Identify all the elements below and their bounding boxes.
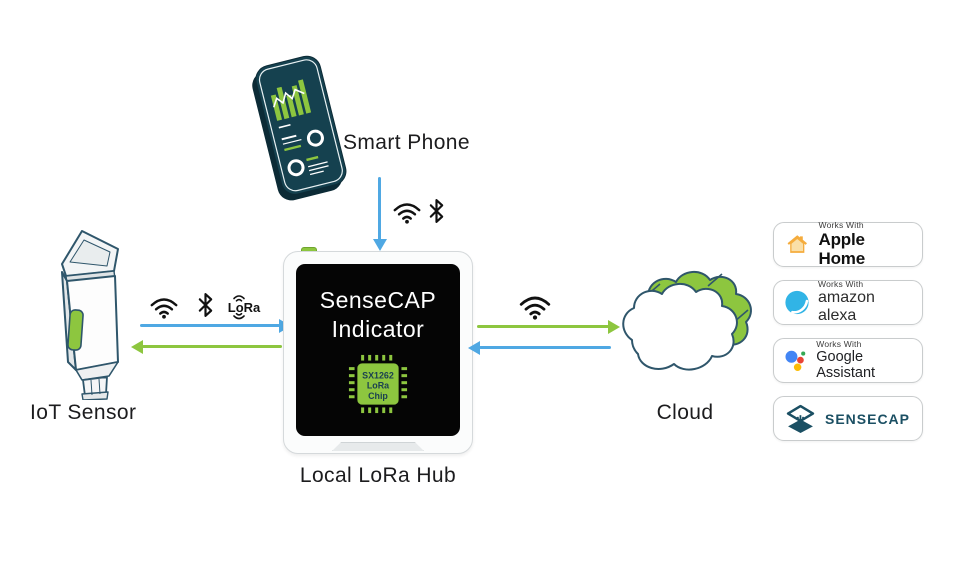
arrow-phone-to-hub bbox=[378, 177, 381, 241]
hub-label: Local LoRa Hub bbox=[299, 464, 457, 487]
badge-google-assistant: Works With Google Assistant bbox=[773, 338, 923, 383]
wifi-icon bbox=[393, 203, 421, 224]
works-with-text: Works With bbox=[818, 219, 864, 230]
badge-product-name: Google Assistant bbox=[816, 349, 876, 382]
smart-phone-illustration bbox=[252, 55, 347, 201]
badge-sensecap: SENSECAP bbox=[773, 396, 923, 441]
badge-product-name: Apple Home bbox=[818, 230, 866, 269]
apple-home-icon bbox=[787, 235, 807, 253]
arrow-sensor-to-hub bbox=[140, 324, 280, 327]
hub-screen: SenseCAP Indicator bbox=[296, 264, 460, 436]
hub-title: SenseCAP Indicator bbox=[320, 286, 437, 343]
sensecap-icon bbox=[786, 404, 815, 433]
works-with-text: Works With bbox=[816, 338, 862, 349]
arrow-hub-to-cloud bbox=[477, 325, 609, 328]
hub-stand-tab bbox=[332, 442, 424, 451]
lora-icon: LoRa bbox=[228, 295, 261, 320]
chip-label-line1: SX1262 bbox=[362, 370, 394, 380]
smart-phone-label: Smart Phone bbox=[343, 131, 470, 154]
amazon-alexa-icon bbox=[785, 290, 809, 315]
hub-title-line2: Indicator bbox=[331, 316, 425, 342]
badge-product-name: SENSECAP bbox=[824, 410, 911, 427]
wifi-icon bbox=[150, 298, 178, 319]
wifi-icon bbox=[519, 296, 551, 320]
badge-apple-home: Works With Apple Home bbox=[773, 219, 923, 269]
lora-chip-icon: SX1262 LoRa Chip bbox=[348, 354, 408, 413]
arrow-cloud-to-hub bbox=[479, 346, 611, 349]
bluetooth-icon bbox=[198, 293, 213, 317]
cloud-illustration bbox=[622, 271, 752, 371]
hub-title-line1: SenseCAP bbox=[319, 287, 437, 314]
chip-label-line3: Chip bbox=[368, 391, 388, 401]
google-assistant-icon bbox=[785, 350, 806, 371]
badge-amazon-alexa: Works With amazon alexa bbox=[773, 278, 923, 325]
bluetooth-icon bbox=[429, 199, 444, 223]
cloud-label: Cloud bbox=[656, 401, 714, 424]
chip-label-line2: LoRa bbox=[367, 380, 389, 390]
iot-sensor-illustration bbox=[61, 230, 119, 400]
badge-product-name: amazon alexa bbox=[818, 289, 875, 325]
arrow-hub-to-sensor bbox=[142, 345, 282, 348]
works-with-badges: Works With Apple Home Works With amazon … bbox=[773, 219, 923, 441]
iot-sensor-label: IoT Sensor bbox=[30, 401, 137, 424]
lora-icon-label: LoRa bbox=[228, 300, 261, 315]
works-with-text: Works With bbox=[818, 278, 864, 289]
hub-device: SenseCAP Indicator bbox=[283, 251, 473, 454]
